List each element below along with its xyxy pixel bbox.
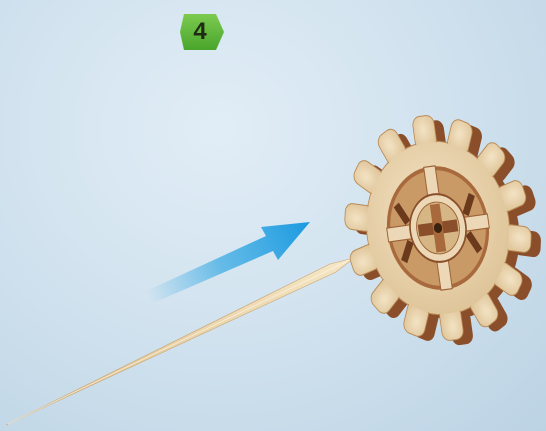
wooden-gear-icon (330, 102, 546, 359)
